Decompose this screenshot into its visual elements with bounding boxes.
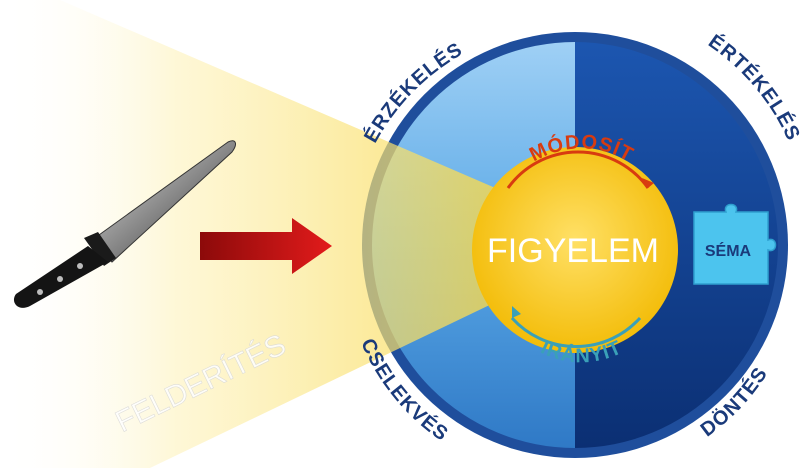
schema-label: SÉMA bbox=[705, 241, 752, 260]
center-circle bbox=[472, 147, 678, 353]
modosit-arrowhead bbox=[642, 178, 654, 188]
center-label: FIGYELEM bbox=[487, 232, 659, 270]
iranyit-arrow bbox=[510, 316, 642, 348]
puzzle-piece: SÉMA bbox=[693, 203, 777, 285]
knife-icon bbox=[13, 140, 236, 308]
modosit-arrow bbox=[506, 150, 650, 189]
red-arrow bbox=[200, 218, 332, 274]
iranyit-arrowhead bbox=[512, 306, 521, 318]
